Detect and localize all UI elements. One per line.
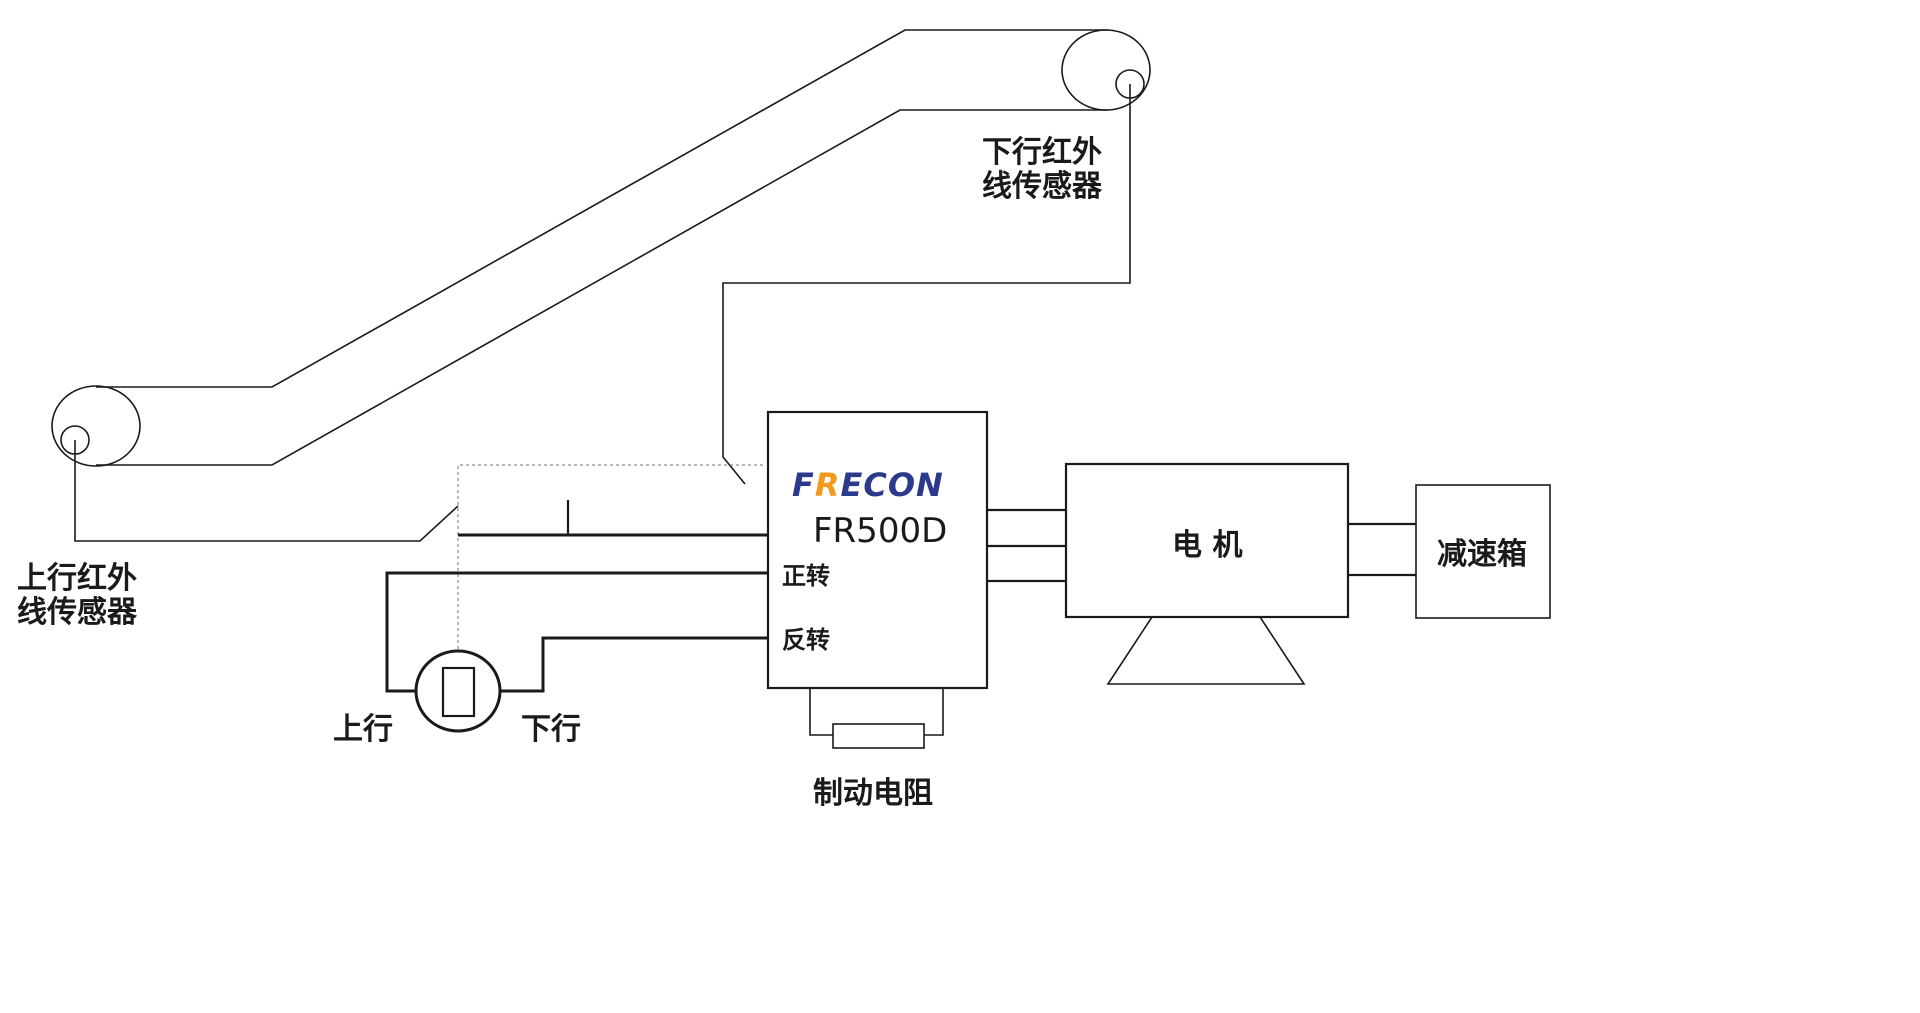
brake-resistor xyxy=(809,688,944,749)
reverse-wire xyxy=(500,636,768,693)
bottom-pulley xyxy=(51,385,141,467)
motor-body xyxy=(1064,462,1350,619)
escalator-belt xyxy=(51,29,1151,467)
reverse-label: 反转 xyxy=(782,626,830,654)
motor-base xyxy=(1106,616,1306,685)
brand-logo-rest: ECON xyxy=(841,466,944,504)
up-sensor-label-2: 线传感器 xyxy=(17,595,138,630)
up-sensor-wire xyxy=(74,440,459,542)
motor-label: 电 机 xyxy=(1172,528,1242,563)
up-sensor-label-1: 上行红外 xyxy=(17,561,137,596)
forward-label: 正转 xyxy=(782,562,830,590)
brand-logo: FRECON xyxy=(792,466,944,504)
down-sensor-wire xyxy=(722,84,1131,485)
switch-down-label: 下行 xyxy=(521,712,581,747)
top-pulley xyxy=(1061,29,1151,111)
direction-switch xyxy=(414,649,502,733)
brand-logo-f: F xyxy=(792,466,815,504)
forward-wire xyxy=(385,571,768,693)
inverter-model: FR500D xyxy=(813,511,947,551)
escalator-control-diagram: 下行红外 线传感器 上行红外 线传感器 上行 下行 正转 反转 FRECON F… xyxy=(17,29,1551,811)
dashed-signal-line xyxy=(457,464,763,650)
inverter-input-line xyxy=(458,500,768,537)
inverter-motor-wires xyxy=(987,508,1066,583)
switch-up-label: 上行 xyxy=(333,712,393,747)
gearbox-label: 减速箱 xyxy=(1437,537,1527,572)
motor-gearbox-shaft xyxy=(1348,522,1416,577)
motor xyxy=(1064,462,1350,685)
brake-resistor-label: 制动电阻 xyxy=(813,776,933,811)
inverter-box xyxy=(766,410,989,690)
down-sensor-label-2: 线传感器 xyxy=(982,169,1103,204)
down-sensor-label-1: 下行红外 xyxy=(982,135,1102,170)
gearbox-box xyxy=(1415,484,1551,619)
brand-logo-r: R xyxy=(815,466,841,504)
